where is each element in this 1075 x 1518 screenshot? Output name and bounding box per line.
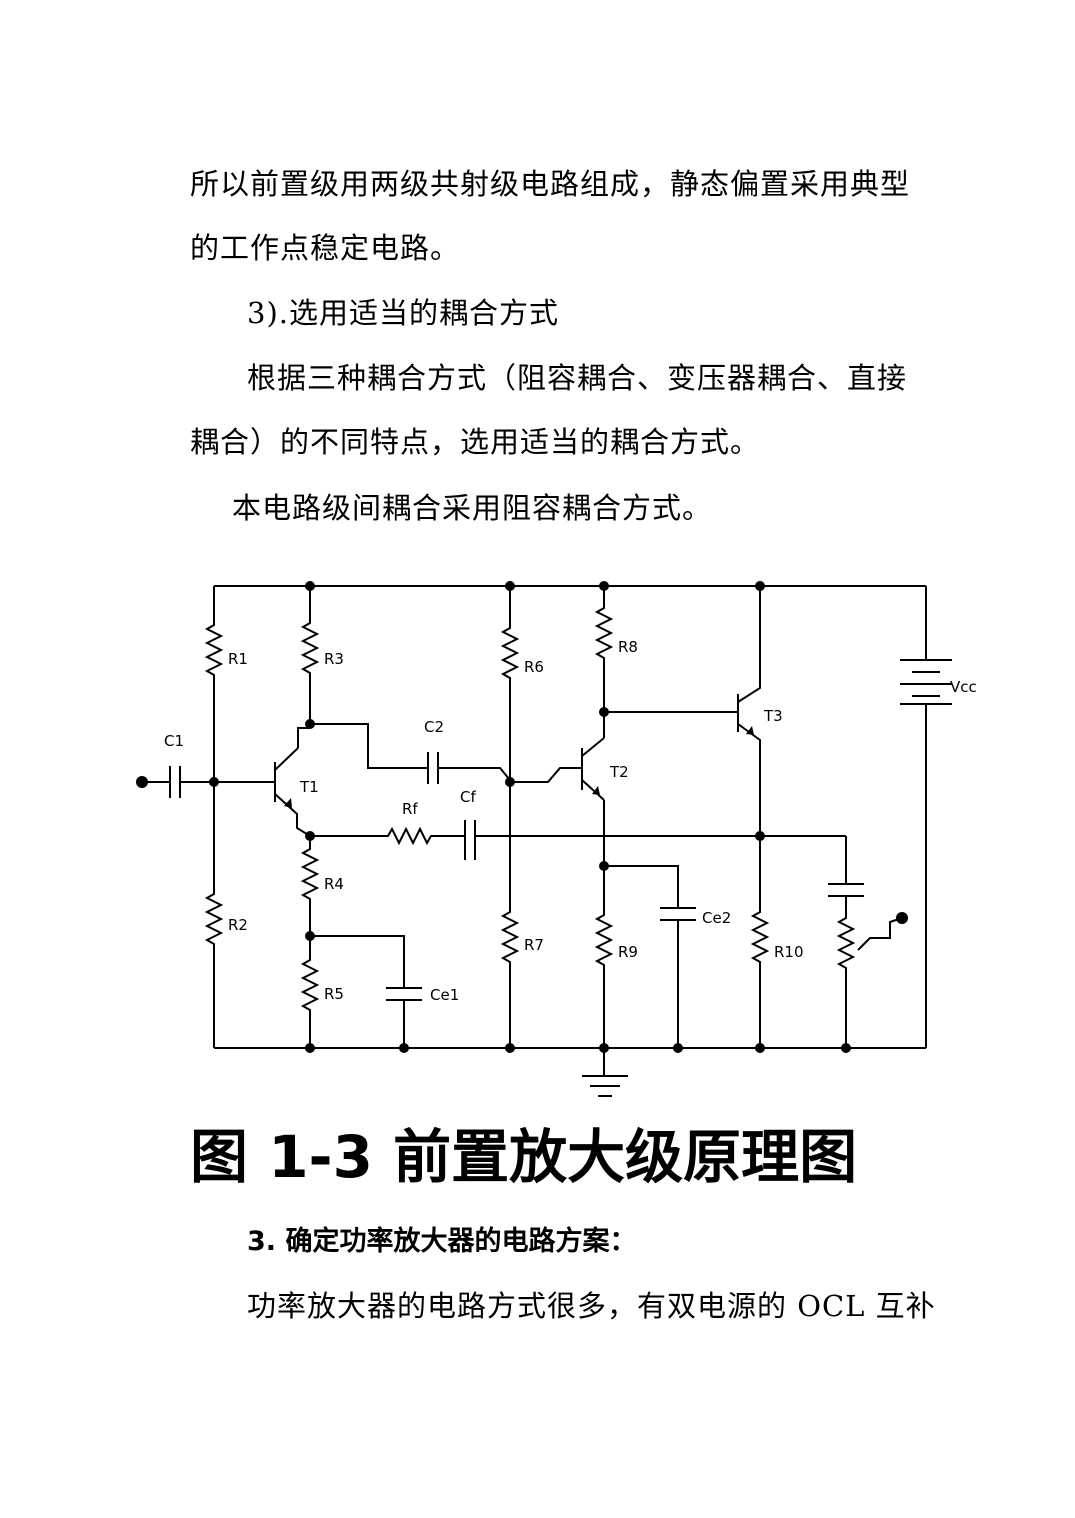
label-C1: C1 xyxy=(164,732,184,750)
label-T1: T1 xyxy=(299,778,319,796)
label-R3: R3 xyxy=(324,650,344,668)
label-R2: R2 xyxy=(228,916,248,934)
paragraph-line-2: 的工作点稳定电路。 xyxy=(190,231,461,265)
label-Vcc: Vcc xyxy=(950,678,977,696)
paragraph-line-3: 根据三种耦合方式（阻容耦合、变压器耦合、直接 xyxy=(247,361,908,395)
section-heading: 3. 确定功率放大器的电路方案： xyxy=(247,1226,637,1257)
label-R4: R4 xyxy=(324,875,344,893)
label-T3: T3 xyxy=(763,707,783,725)
label-R5: R5 xyxy=(324,985,344,1003)
circuit-diagram: R1 R2 R3 R4 R5 R6 R7 R8 R9 R10 Rf C1 C2 … xyxy=(136,581,977,1097)
label-R8: R8 xyxy=(618,638,638,656)
label-R10: R10 xyxy=(774,943,804,961)
label-T2: T2 xyxy=(609,763,629,781)
figure-title: 图 1-3 前置放大级原理图 xyxy=(190,1123,858,1191)
paragraph-line-1: 所以前置级用两级共射级电路组成，静态偏置采用典型 xyxy=(190,167,911,201)
label-Ce1: Ce1 xyxy=(430,986,459,1004)
label-Rf: Rf xyxy=(402,800,418,818)
label-R7: R7 xyxy=(524,936,544,954)
label-Cf: Cf xyxy=(460,788,476,806)
label-R9: R9 xyxy=(618,943,638,961)
paragraph-line-4: 耦合）的不同特点，选用适当的耦合方式。 xyxy=(190,425,761,459)
subheading-coupling: 3).选用适当的耦合方式 xyxy=(247,296,559,330)
label-Ce2: Ce2 xyxy=(702,909,731,927)
paragraph-line-5: 本电路级间耦合采用阻容耦合方式。 xyxy=(232,491,713,525)
label-R1: R1 xyxy=(228,650,248,668)
label-R6: R6 xyxy=(524,658,544,676)
label-C2: C2 xyxy=(424,718,444,736)
closing-paragraph: 功率放大器的电路方式很多，有双电源的 OCL 互补 xyxy=(247,1289,936,1323)
